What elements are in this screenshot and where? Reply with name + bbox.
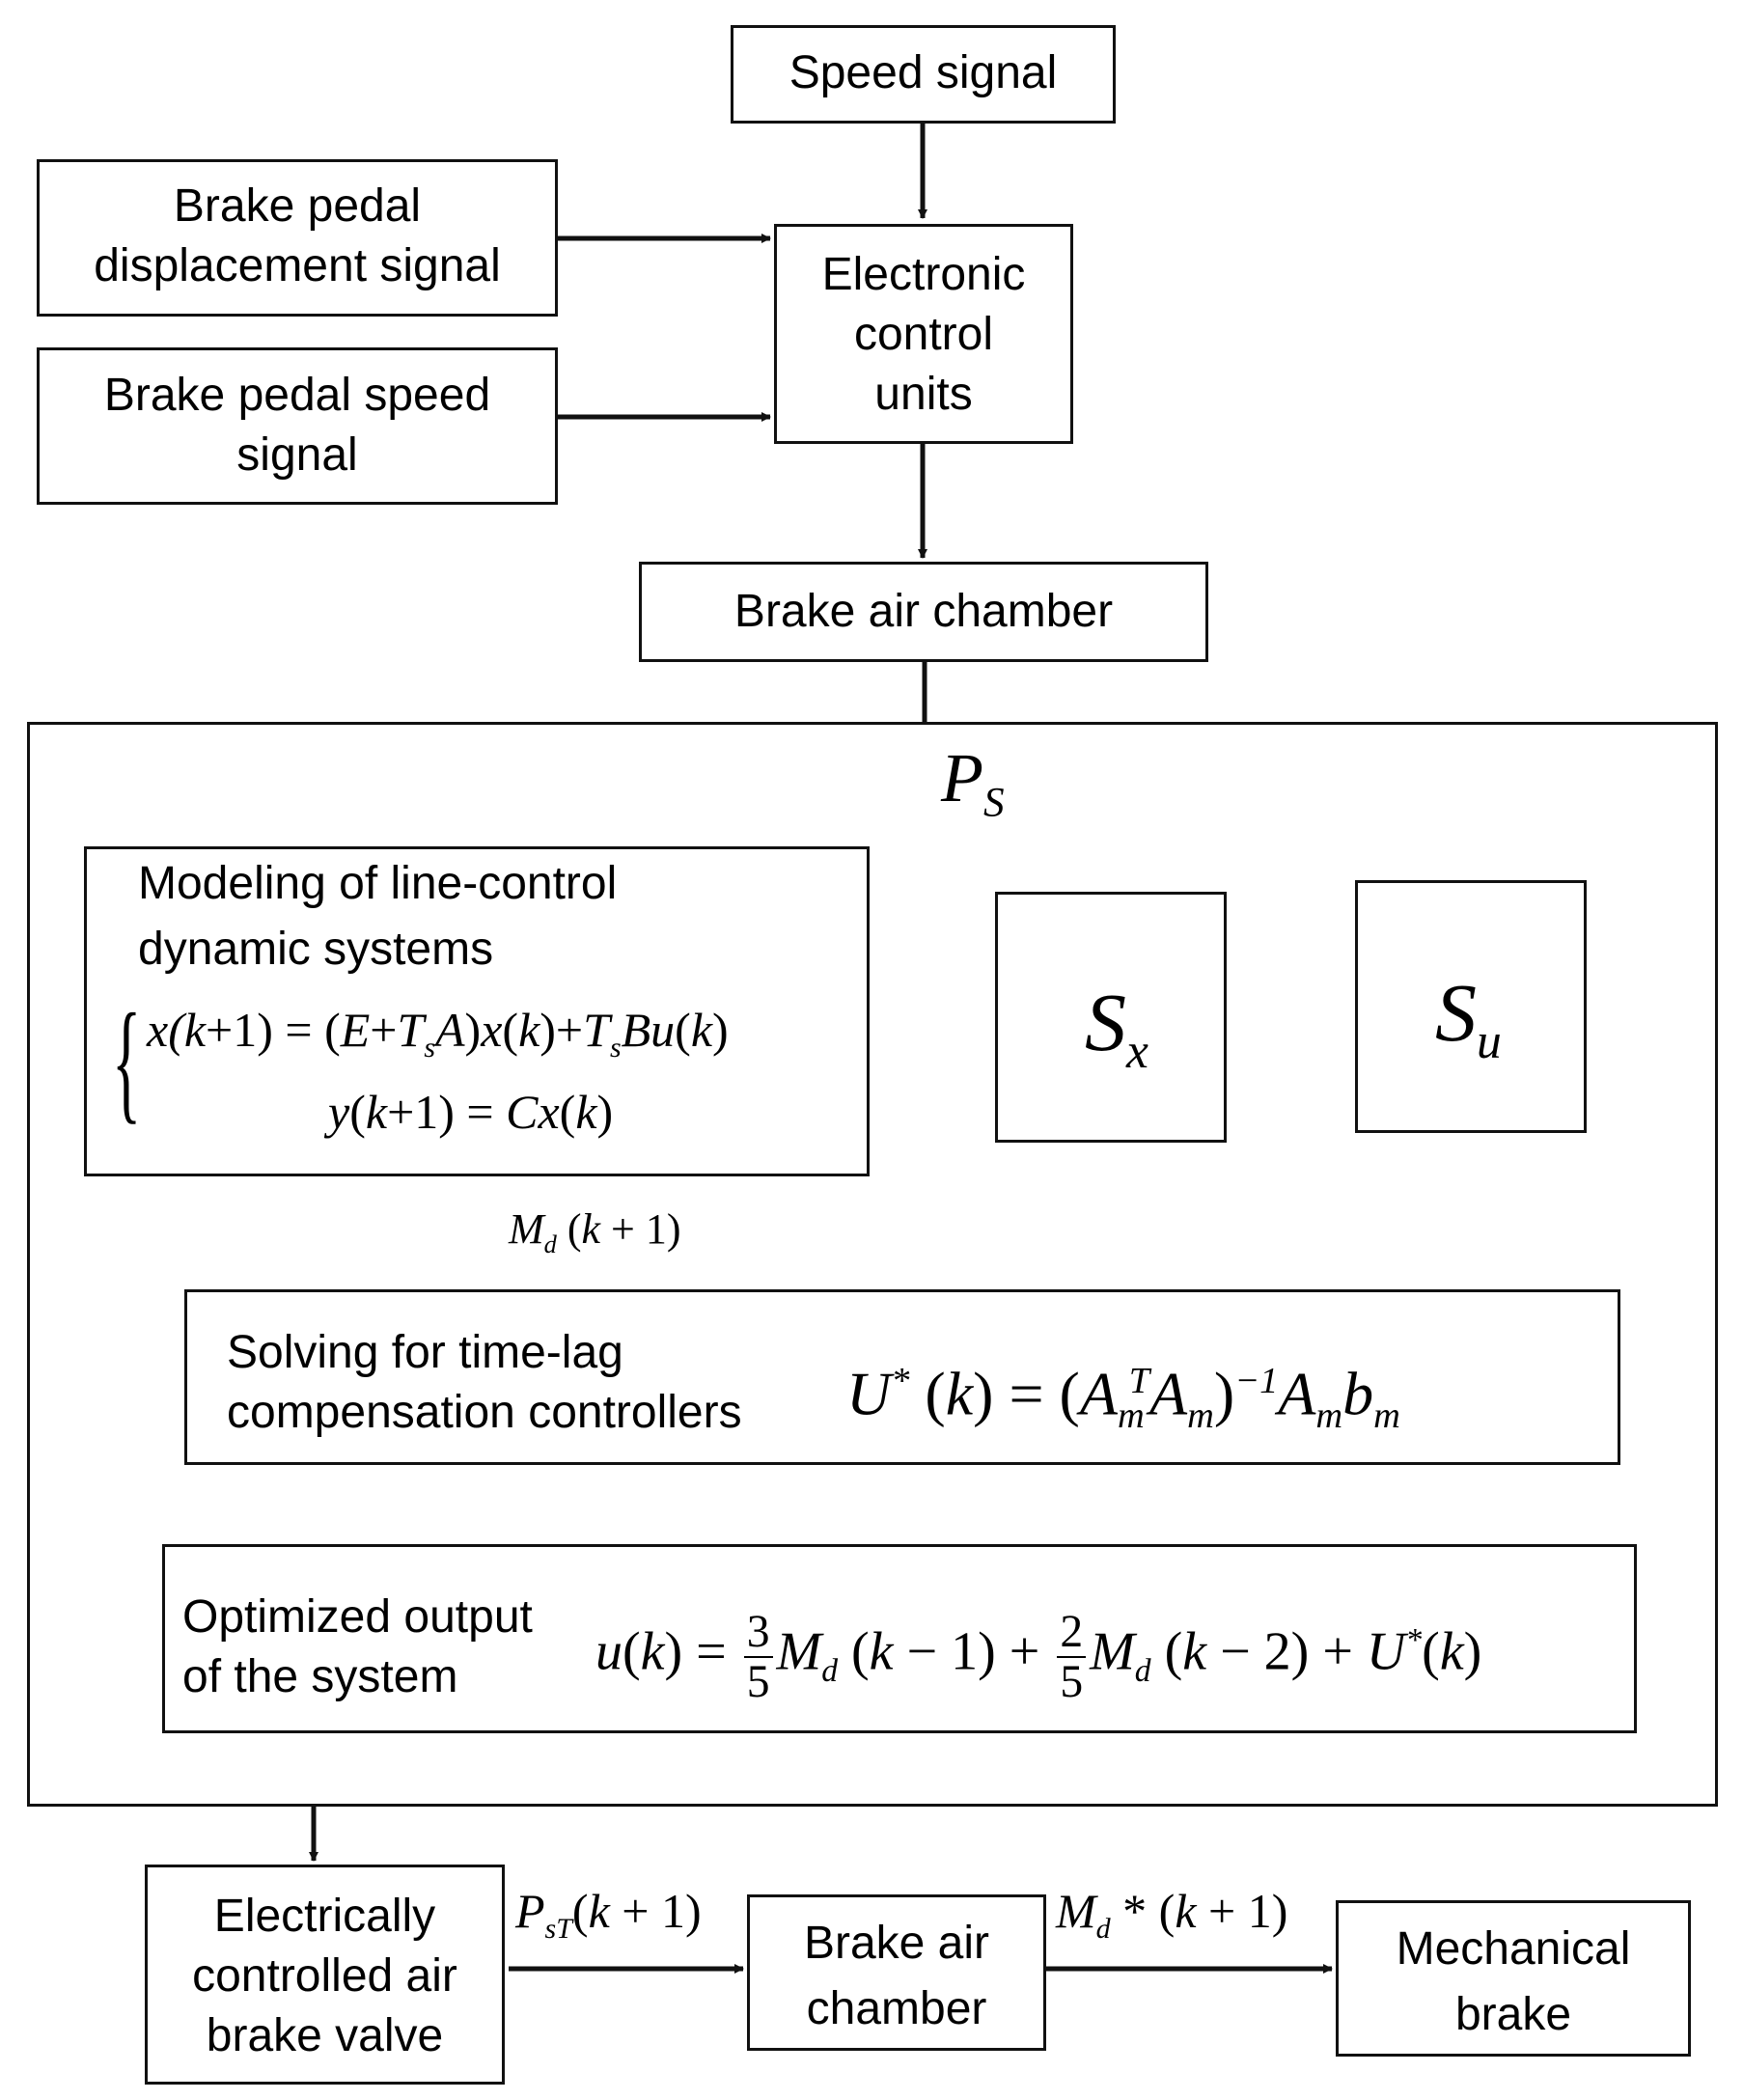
ecu-label: Electronic control units (821, 249, 1026, 420)
ecu-box: Electronic control units (774, 224, 1073, 444)
brake-air-chamber-top-box: Brake air chamber (639, 562, 1208, 662)
pedal-speed-box: Brake pedal speed signal (37, 347, 558, 505)
su-symbol: Su (1435, 966, 1502, 1070)
sx-box: Sx (995, 892, 1227, 1143)
state-equation: x(k+1) = (E+TsA)x(k)+TsBu(k) (147, 1003, 729, 1064)
brake-air-chamber-top-label: Brake air chamber (733, 586, 1114, 637)
su-box: Su (1355, 880, 1587, 1133)
system-brace: { (112, 986, 142, 1136)
mechanical-brake-label: Mechanical brake (1396, 1923, 1631, 2040)
optimized-label: Optimized output of the system (182, 1591, 533, 1702)
ps-group-label: PS (941, 739, 1005, 826)
ecab-valve-label: Electrically controlled air brake valve (192, 1891, 457, 2061)
output-equation: y(k+1) = Cx(k) (328, 1085, 614, 1139)
brake-air-chamber-bottom-box: Brake air chamber (747, 1894, 1046, 2051)
mechanical-brake-box: Mechanical brake (1336, 1900, 1691, 2057)
modeling-label: Modeling of line-control dynamic systems (138, 858, 618, 975)
edge-label-pst-k1: PsT(k + 1) (515, 1884, 702, 1945)
solving-box: Solving for time-lag compensation contro… (184, 1289, 1620, 1465)
speed-signal-box: Speed signal (731, 25, 1116, 124)
pedal-displacement-box: Brake pedal displacement signal (37, 159, 558, 317)
brake-air-chamber-bottom-label: Brake air chamber (803, 1918, 990, 2034)
speed-signal-label: Speed signal (788, 47, 1058, 98)
pedal-speed-label: Brake pedal speed signal (103, 370, 491, 481)
controller-equation: U* (k) = (AmTAm)−1Ambm (846, 1359, 1400, 1437)
modeling-box: Modeling of line-control dynamic systems… (84, 846, 870, 1176)
edge-label-md-k1: Md (k + 1) (509, 1205, 681, 1258)
edge-label-md-star-k1: Md * (k + 1) (1056, 1884, 1288, 1945)
sx-symbol: Sx (1085, 976, 1148, 1080)
ecab-valve-box: Electrically controlled air brake valve (145, 1865, 505, 2085)
pedal-displacement-label: Brake pedal displacement signal (94, 180, 501, 291)
solving-label: Solving for time-lag compensation contro… (227, 1327, 742, 1438)
